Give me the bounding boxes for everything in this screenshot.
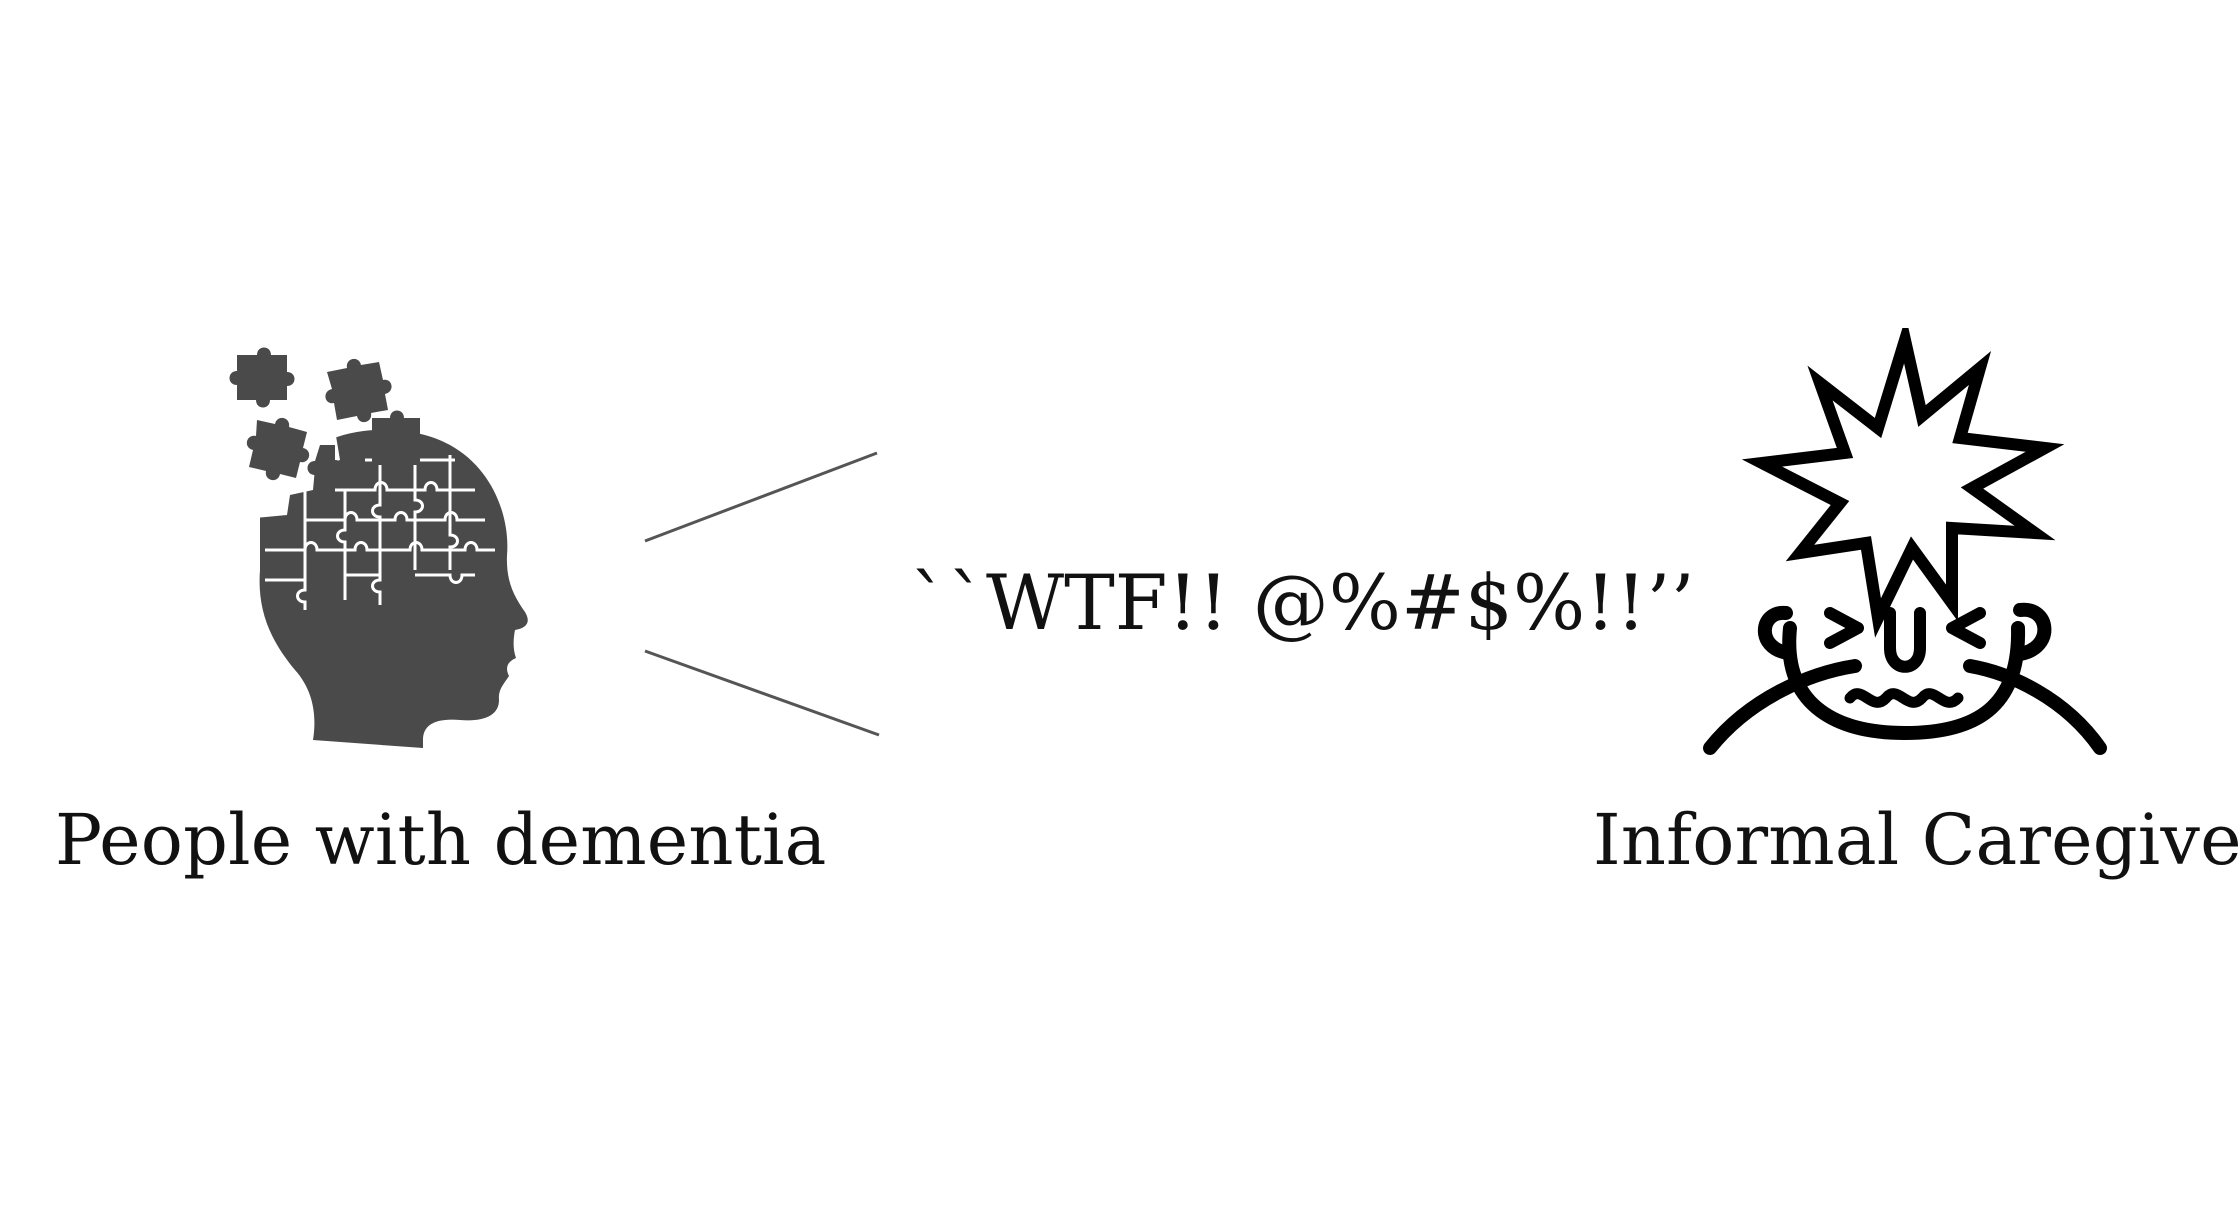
lower-connector-line [644, 649, 880, 737]
right-squint-eye [1946, 607, 1986, 649]
nose [1884, 607, 1926, 673]
right-ear [2013, 602, 2052, 661]
left-squint-eye [1824, 607, 1864, 649]
floating-puzzle-pieces [229, 347, 428, 490]
speech-exclamation: ``WTF!! @%#$%!!’’ [910, 558, 1695, 647]
head-silhouette [259, 429, 528, 748]
upper-connector-line [644, 451, 878, 543]
wavy-mouth [1844, 688, 1964, 708]
puzzle-grid [265, 451, 495, 610]
explosion-burst-icon [1741, 328, 2065, 638]
informal-caregivers-label: Informal Caregivers [1593, 799, 2238, 881]
puzzle-head-icon [229, 347, 528, 748]
left-ear [1757, 605, 1795, 660]
people-with-dementia-label: People with dementia [55, 799, 827, 881]
shoulders-outline [1703, 659, 2107, 755]
frustrated-face-icon [1703, 328, 2107, 755]
face-outline [1782, 621, 2026, 741]
